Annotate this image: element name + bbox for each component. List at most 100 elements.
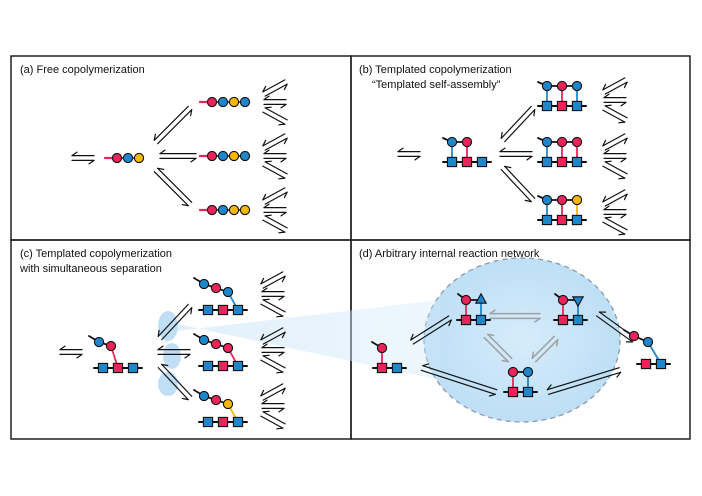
reversible-arrow: [499, 147, 533, 161]
arrow-head: [489, 309, 496, 315]
arrow-head: [76, 353, 83, 359]
arrow-head: [397, 147, 404, 153]
arrow-forward: [420, 369, 496, 395]
monomer-circle: [210, 282, 222, 294]
arrow-backward: [260, 383, 284, 397]
monomer-circle: [541, 80, 553, 92]
arrow-head: [278, 177, 286, 180]
arrow-head: [264, 106, 272, 109]
monomer-circle: [628, 330, 640, 342]
reversible-arrow: [602, 104, 628, 124]
panel-c-label-line2: with simultaneous separation: [19, 263, 162, 275]
templated-complex: [537, 194, 587, 226]
monomer-circle: [461, 136, 473, 148]
arrow-head: [161, 363, 169, 367]
template-square: [475, 314, 487, 326]
arrow-backward: [157, 303, 189, 337]
panel-b-label-line1: (b) Templated copolymerization: [359, 64, 512, 76]
reversible-arrow: [602, 189, 628, 207]
monomer-circle: [217, 150, 229, 162]
monomer-circle: [111, 152, 123, 164]
arrow-head: [262, 85, 267, 93]
arrow-backward: [534, 338, 559, 363]
reversible-arrow: [262, 187, 288, 205]
gate-ellipse-bottom: [158, 372, 178, 396]
arrow-forward: [262, 111, 286, 125]
arrow-head: [157, 167, 165, 170]
network-final-complex: [623, 329, 671, 370]
arrow-head: [500, 131, 503, 139]
reversible-arrow: [602, 77, 628, 95]
arrow-head: [263, 149, 270, 155]
monomer-circle: [93, 336, 105, 348]
monomer-circle: [541, 136, 553, 148]
arrow-head: [262, 193, 267, 201]
arrow-backward: [262, 299, 286, 313]
monomer-circle: [198, 278, 210, 290]
arrow-head: [602, 83, 607, 91]
arrow-head: [157, 329, 160, 337]
monomer-circle: [460, 294, 472, 306]
arrow-head: [260, 277, 265, 285]
arrow-head: [190, 157, 197, 163]
arrow-head: [181, 397, 189, 401]
free-polymer-chain: [198, 150, 251, 162]
reversible-arrow: [602, 216, 628, 236]
arrow-backward: [264, 161, 288, 175]
arrow-head: [264, 214, 272, 217]
templated-complex: [442, 136, 492, 168]
monomer-circle: [222, 286, 234, 298]
arrow-head: [190, 109, 193, 117]
arrow-backward: [410, 315, 450, 341]
template-square: [376, 362, 388, 374]
arrow-head: [281, 387, 286, 395]
separated-complex: [193, 277, 248, 316]
monomer-circle: [541, 194, 553, 206]
arrow-forward: [260, 415, 284, 429]
monomer-circle: [198, 334, 210, 346]
arrow-forward: [483, 336, 510, 363]
arrow-forward: [262, 331, 286, 345]
monomer-circle: [105, 340, 117, 352]
arrow-forward: [262, 275, 286, 289]
reversible-arrow: [602, 160, 628, 180]
arrow-forward: [548, 371, 622, 395]
arrow-backward: [161, 363, 193, 397]
reversible-arrow: [263, 95, 287, 109]
panel-a-label: (a) Free copolymerization: [20, 64, 145, 76]
arrow-head: [620, 101, 627, 107]
reversible-arrow: [261, 343, 285, 357]
free-polymer-chain: [198, 204, 251, 216]
template-square: [476, 156, 488, 168]
arrow-head: [604, 216, 612, 219]
arrow-head: [59, 345, 66, 351]
arrow-head: [620, 213, 627, 219]
arrow-head: [283, 137, 288, 145]
monomer-circle: [198, 390, 210, 402]
monomer-circle: [228, 204, 240, 216]
monomer-circle: [571, 80, 583, 92]
reversible-arrow: [262, 106, 288, 126]
monomer-circle: [206, 150, 218, 162]
arrow-head: [276, 371, 284, 374]
arrow-head: [603, 149, 610, 155]
arrow-head: [603, 93, 610, 99]
arrow-backward: [604, 217, 628, 231]
arrow-backward: [604, 105, 628, 119]
template-square: [556, 156, 568, 168]
monomer-circle: [206, 96, 218, 108]
panel-c-label-line1: (c) Templated copolymerization: [20, 248, 172, 260]
monomer-circle: [571, 194, 583, 206]
monomer-circle: [122, 152, 134, 164]
reversible-arrow: [531, 335, 559, 363]
reversible-arrow: [59, 345, 83, 359]
arrow-forward: [595, 315, 634, 343]
arrow-forward: [412, 319, 452, 345]
reversible-arrow: [159, 149, 197, 163]
template-square: [232, 360, 244, 372]
arrow-head: [278, 407, 285, 413]
arrow-head: [623, 193, 628, 201]
reversible-arrow: [420, 363, 498, 397]
reversible-arrow: [260, 271, 286, 289]
